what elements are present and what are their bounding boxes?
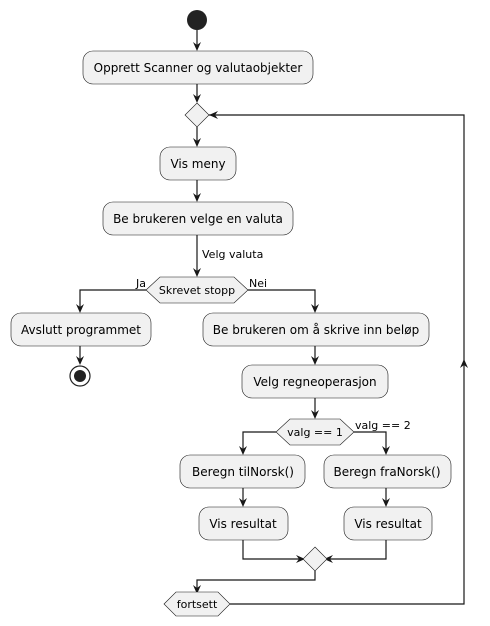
loop-merge-diamond — [184, 102, 210, 128]
merge-diamond — [302, 546, 328, 572]
activity-create-scanner-label: Opprett Scanner og valutaobjekter — [94, 61, 303, 75]
arrowhead — [193, 268, 201, 277]
edge-label-no: Nei — [249, 277, 267, 290]
arrowhead — [76, 356, 84, 365]
activity-ask-currency-label: Be brukeren velge en valuta — [113, 212, 283, 226]
activity-calc-to-norsk-label: Beregn tilNorsk() — [192, 465, 294, 479]
activity-show-result-right-label: Vis resultat — [354, 517, 422, 531]
arrowhead — [296, 555, 305, 563]
arrowhead — [239, 498, 247, 507]
arrowhead — [76, 304, 84, 313]
arrowhead — [311, 410, 319, 419]
activity-ask-currency — [102, 201, 294, 236]
activity-show-result-right — [343, 506, 433, 541]
edge-label-yes: Ja — [135, 277, 146, 290]
arrowhead — [193, 585, 201, 594]
start-node — [187, 10, 207, 30]
loop-arrowhead-up — [460, 359, 468, 368]
decision-choice-check-label: valg == 1 — [287, 426, 343, 439]
arrowhead — [193, 94, 201, 103]
arrowhead — [193, 42, 201, 51]
edge-label-choice-two: valg == 2 — [355, 419, 411, 432]
activity-calc-from-norsk-label: Beregn fraNorsk() — [333, 465, 440, 479]
arrowhead — [239, 446, 247, 455]
arrowhead — [324, 555, 333, 563]
arrowhead — [382, 446, 390, 455]
edge-no-amount — [248, 289, 316, 308]
arrowhead — [193, 138, 201, 147]
edge-result-right-merge — [328, 540, 387, 560]
edge-choice2-franorsk — [354, 431, 387, 450]
activity-exit-program-label: Avslutt programmet — [21, 323, 141, 337]
edge-choice1-tonorsk — [242, 431, 276, 450]
edge-yes-exit — [79, 289, 146, 308]
activity-create-scanner — [82, 50, 314, 85]
activity-choose-operation-label: Velg regneoperasjon — [253, 375, 376, 389]
edge-label-select-currency: Velg valuta — [202, 248, 263, 261]
edge-merge-continue — [196, 571, 316, 588]
activity-show-result-left-label: Vis resultat — [209, 517, 277, 531]
activity-ask-amount-label: Be brukeren om å skrive inn beløp — [213, 323, 419, 337]
activity-exit-program — [10, 312, 152, 347]
arrowhead — [193, 193, 201, 202]
edge-result-left-merge — [242, 540, 301, 560]
activity-calc-from-norsk — [323, 454, 452, 489]
activity-ask-amount — [202, 312, 430, 347]
stop-node — [69, 365, 91, 387]
arrowhead — [311, 356, 319, 365]
activity-show-menu-label: Vis meny — [170, 157, 225, 171]
decision-stop-check-label: Skrevet stopp — [159, 284, 235, 297]
arrowhead — [311, 304, 319, 313]
decision-continue-check-label: fortsett — [177, 598, 218, 611]
arrowhead — [382, 498, 390, 507]
activity-show-menu — [159, 146, 237, 181]
arrowhead — [209, 111, 218, 119]
